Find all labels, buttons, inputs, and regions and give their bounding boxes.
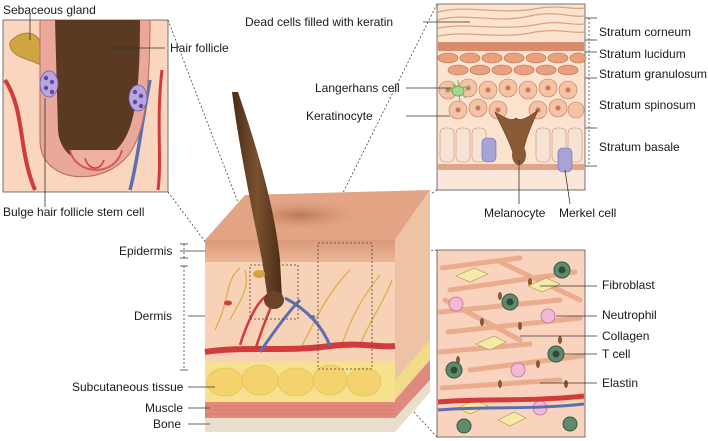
label-collagen: Collagen	[602, 329, 649, 343]
label-stratum-granulosum: Stratum granulosum	[599, 67, 707, 81]
stem-cell-cluster-right	[128, 84, 148, 112]
label-melanocyte: Melanocyte	[484, 206, 546, 220]
front-epidermis	[205, 240, 395, 262]
label-sebaceous-gland: Sebaceous gland	[3, 3, 96, 17]
label-t-cell: T cell	[602, 347, 630, 361]
label-epidermis: Epidermis	[119, 244, 172, 258]
epidermis-inset	[406, 3, 587, 205]
front-bone	[205, 418, 395, 432]
label-keratinocyte: Keratinocyte	[306, 109, 373, 123]
label-fibroblast: Fibroblast	[602, 278, 655, 292]
label-bulge-stem-cell: Bulge hair follicle stem cell	[3, 205, 144, 219]
artery-shape	[3, 78, 37, 191]
label-stratum-basale: Stratum basale	[599, 140, 680, 154]
label-bone: Bone	[153, 417, 181, 431]
vein-shape	[128, 79, 152, 191]
skin-block	[204, 92, 430, 432]
label-stratum-corneum: Stratum corneum	[599, 25, 691, 39]
connector-epidermis-top	[317, 3, 438, 244]
langerhans-cell-shape	[445, 79, 471, 103]
merkel-cell-shape	[481, 137, 497, 163]
blood-vessel-vein	[258, 296, 332, 353]
label-neutrophil: Neutrophil	[602, 308, 657, 322]
label-stratum-lucidum: Stratum lucidum	[599, 47, 686, 61]
strata-bracket	[585, 17, 597, 167]
melanocyte-shape	[494, 109, 539, 161]
label-muscle: Muscle	[145, 401, 183, 415]
label-subcutaneous: Subcutaneous tissue	[72, 380, 184, 394]
hair-shaft-shape	[55, 20, 140, 162]
label-langerhans: Langerhans cell	[315, 81, 400, 95]
label-elastin: Elastin	[602, 376, 638, 390]
label-stratum-spinosum: Stratum spinosum	[599, 98, 696, 112]
label-hair-follicle: Hair follicle	[170, 41, 229, 55]
stem-cell-cluster-left	[39, 70, 59, 98]
hair-strand	[232, 92, 282, 306]
layer-brackets	[180, 243, 215, 425]
label-dead-cells: Dead cells filled with keratin	[245, 15, 393, 29]
hair-follicle-inset	[2, 14, 169, 207]
blood-vessel-artery	[204, 341, 396, 355]
label-merkel: Merkel cell	[559, 206, 616, 220]
label-dermis: Dermis	[134, 309, 172, 323]
nerve-lines	[214, 267, 393, 351]
dermis-inset	[436, 249, 597, 438]
